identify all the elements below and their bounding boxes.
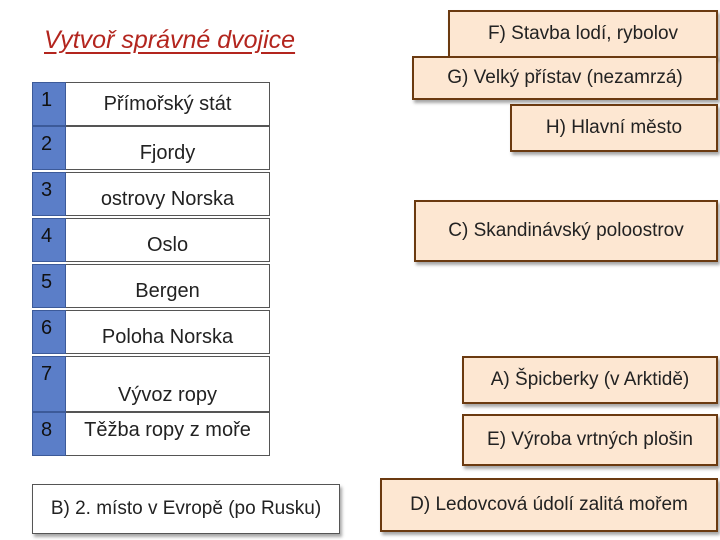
term-row-6: 6 Poloha Norska <box>32 310 270 354</box>
term-row-5: 5 Bergen <box>32 264 270 308</box>
term-text: Bergen <box>66 264 270 308</box>
term-number: 3 <box>32 172 66 216</box>
answer-card-b[interactable]: B) 2. místo v Evropě (po Rusku) <box>32 484 340 534</box>
answer-card-f[interactable]: F) Stavba lodí, rybolov <box>448 10 718 58</box>
term-text: Fjordy <box>66 126 270 170</box>
answer-card-e[interactable]: E) Výroba vrtných plošin <box>462 414 718 466</box>
term-number: 2 <box>32 126 66 170</box>
answer-card-g[interactable]: G) Velký přístav (nezamrzá) <box>412 56 718 100</box>
term-number: 4 <box>32 218 66 262</box>
term-text: Těžba ropy z moře <box>66 412 270 456</box>
term-row-7: 7 Vývoz ropy <box>32 356 270 412</box>
term-text: Poloha Norska <box>66 310 270 354</box>
term-text: ostrovy Norska <box>66 172 270 216</box>
term-row-1: 1 Přímořský stát <box>32 82 270 126</box>
term-text: Vývoz ropy <box>66 356 270 412</box>
term-row-4: 4 Oslo <box>32 218 270 262</box>
term-number: 5 <box>32 264 66 308</box>
term-number: 6 <box>32 310 66 354</box>
answer-card-c[interactable]: C) Skandinávský poloostrov <box>414 200 718 262</box>
answer-card-d[interactable]: D) Ledovcová údolí zalitá mořem <box>380 478 718 532</box>
page-title: Vytvoř správné dvojice <box>44 26 296 54</box>
term-number: 8 <box>32 412 66 456</box>
term-number: 1 <box>32 82 66 126</box>
answer-card-h[interactable]: H) Hlavní město <box>510 104 718 152</box>
term-row-3: 3 ostrovy Norska <box>32 172 270 216</box>
answer-card-a[interactable]: A) Špicberky (v Arktidě) <box>462 356 718 404</box>
term-row-2: 2 Fjordy <box>32 126 270 170</box>
term-row-8: 8 Těžba ropy z moře <box>32 412 270 456</box>
term-text: Oslo <box>66 218 270 262</box>
term-text: Přímořský stát <box>66 82 270 126</box>
term-number: 7 <box>32 356 66 412</box>
